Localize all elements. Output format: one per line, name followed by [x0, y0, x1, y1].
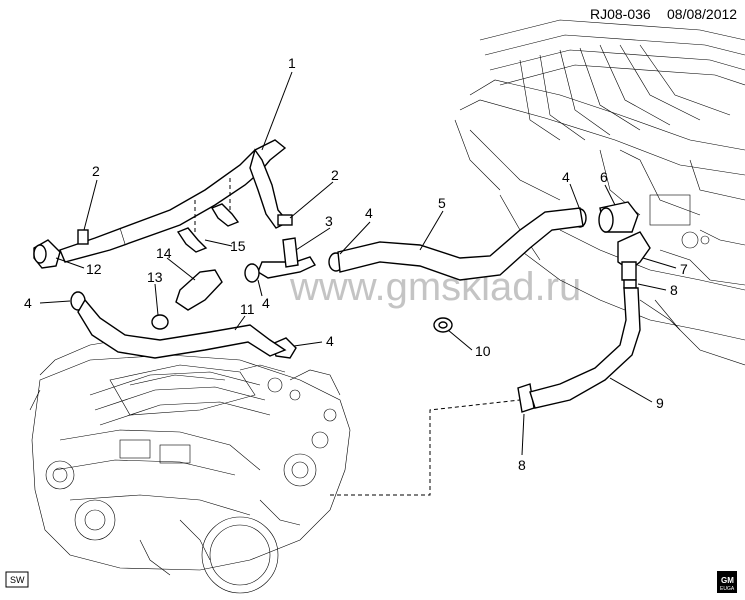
gm-logo: GM EUGA	[717, 571, 737, 593]
clamp-4-tee	[244, 263, 260, 283]
callout-1: 1	[288, 55, 296, 71]
callout-4-tee: 4	[262, 295, 270, 311]
radiator-fitting-6	[598, 201, 639, 233]
callout-4-hose11: 4	[24, 295, 32, 311]
outlet-reference-line	[330, 399, 521, 496]
callout-7: 7	[680, 261, 688, 277]
tee-connector-3	[257, 237, 317, 279]
radiator-hose-5	[337, 207, 584, 281]
svg-text:EUGA: EUGA	[720, 586, 735, 592]
callout-3: 3	[325, 213, 333, 229]
diagram-code: RJ08-036	[590, 6, 651, 22]
callout-2-left: 2	[92, 163, 100, 179]
callout-4-radiator: 4	[562, 169, 570, 185]
clamp-2-left	[77, 229, 89, 245]
bracket-15	[176, 203, 240, 253]
hose-fitting-12	[33, 239, 61, 269]
diagram-date: 08/08/2012	[667, 6, 737, 22]
callout-4-hose5: 4	[365, 205, 373, 221]
leader-lines	[39, 71, 677, 456]
clamp-8-lower	[517, 383, 535, 413]
callout-12: 12	[86, 261, 102, 277]
callout-8-lower: 8	[518, 457, 526, 473]
clamp-8-upper	[623, 279, 637, 289]
upper-hose-assembly	[59, 139, 290, 263]
watermark: www.gmsklad.ru	[289, 265, 581, 309]
engine-block	[29, 339, 351, 594]
callout-2-right: 2	[331, 167, 339, 183]
clamp-2-right	[277, 214, 293, 226]
heater-hose-11	[77, 298, 287, 359]
lower-hose-9	[529, 287, 641, 409]
callout-14: 14	[156, 245, 172, 261]
clamp-13	[151, 314, 169, 330]
callout-15: 15	[230, 238, 246, 254]
callout-11: 11	[240, 301, 255, 317]
callout-9: 9	[656, 395, 664, 411]
svg-text:SW: SW	[10, 575, 25, 585]
radiator-structure	[454, 19, 745, 366]
callouts: 1 2 2 3 4 4 4 4 4 5 6 7 8 8 9 10 11 12 1…	[24, 55, 688, 473]
sw-badge: SW	[5, 571, 29, 588]
callout-5: 5	[438, 195, 446, 211]
grommet-10	[433, 317, 453, 333]
callout-4-hose11-end: 4	[326, 333, 334, 349]
callout-6: 6	[600, 169, 608, 185]
short-hose-14	[175, 269, 223, 311]
elbow-fitting-7	[617, 231, 651, 281]
callout-8-upper: 8	[670, 282, 678, 298]
callout-10: 10	[475, 343, 491, 359]
svg-text:GM: GM	[721, 576, 734, 585]
callout-13: 13	[147, 269, 163, 285]
